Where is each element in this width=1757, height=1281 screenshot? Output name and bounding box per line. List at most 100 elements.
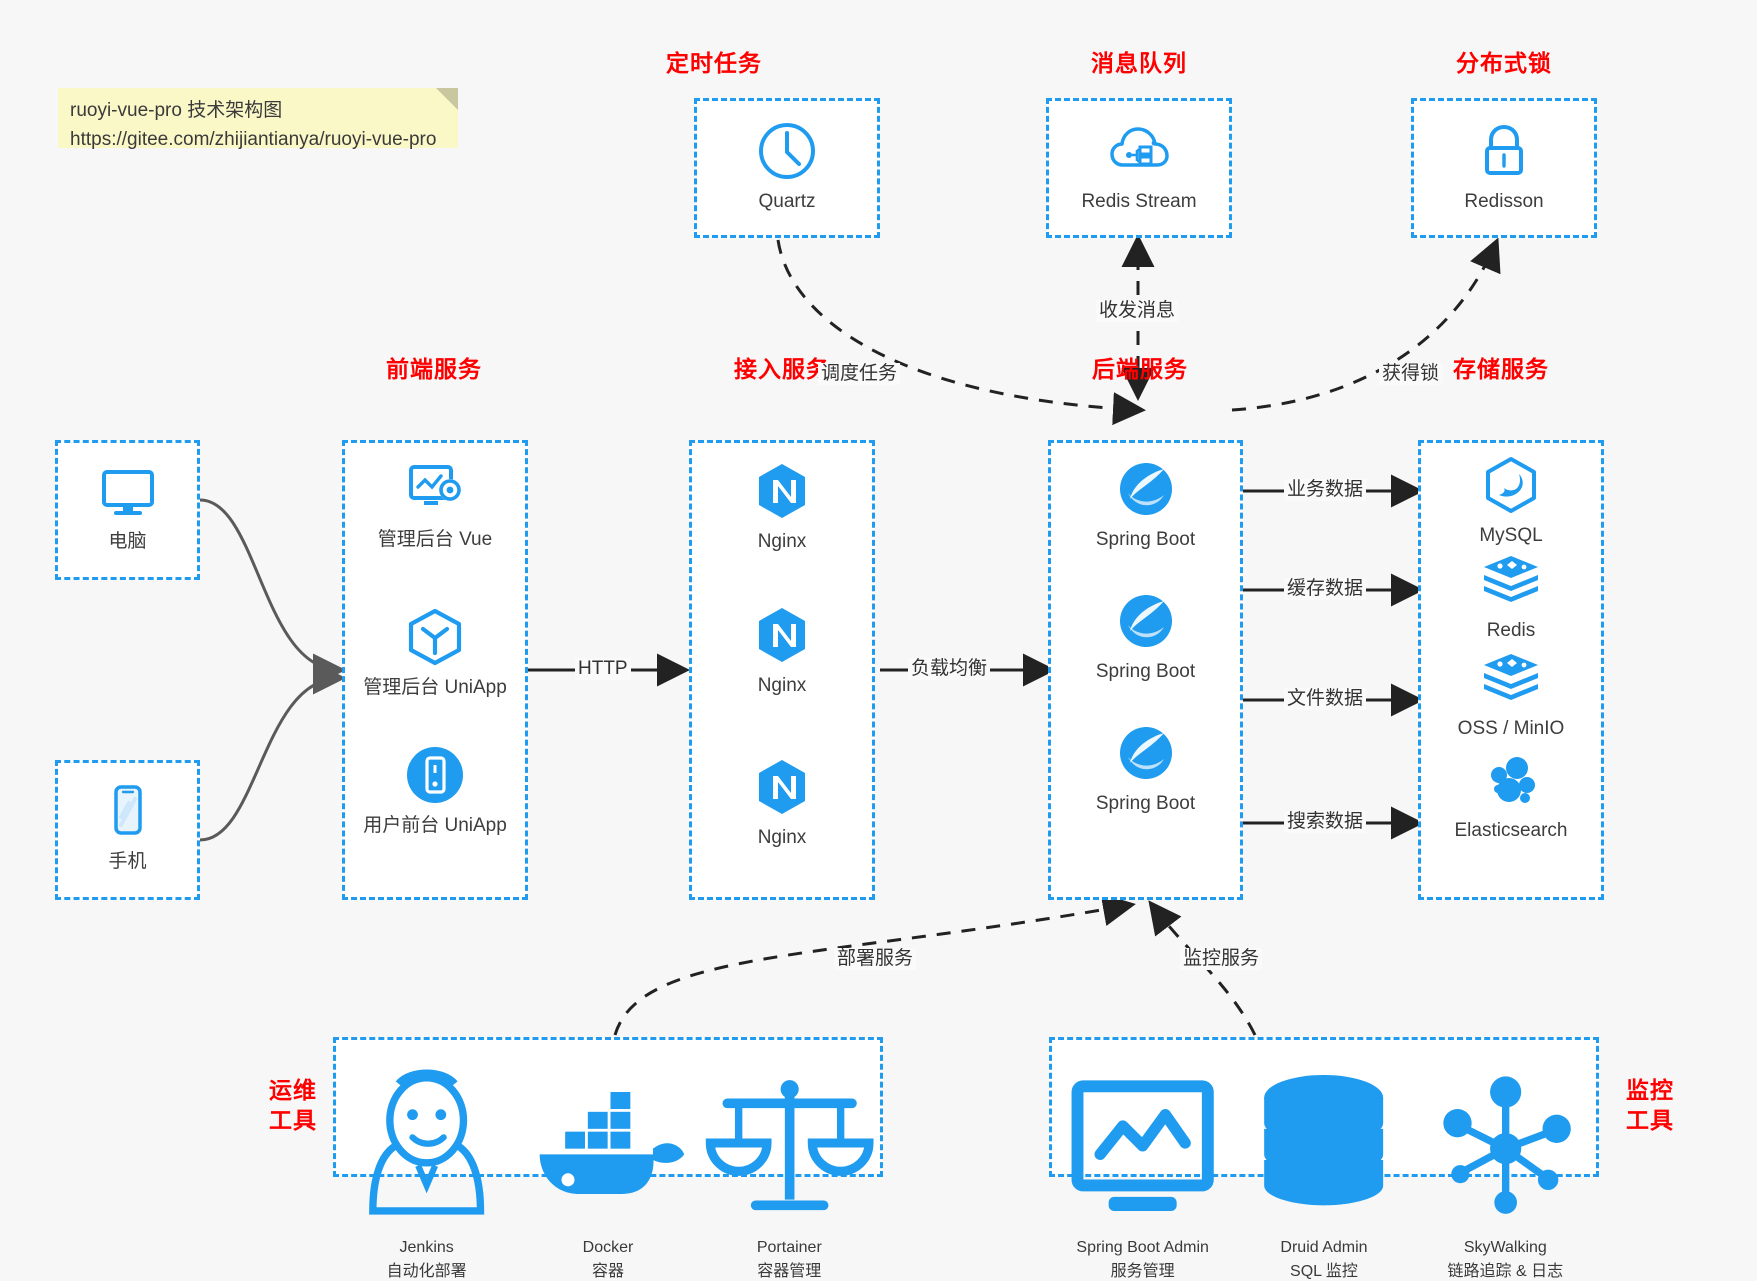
node-skywalking[interactable]: SkyWalking 链路追踪 & 日志 [1415,1040,1596,1281]
group-storage: MySQL Redis OSS / MinIO [1418,440,1604,900]
node-admin-vue[interactable]: 管理后台 Vue [345,457,525,553]
node-springboot-2[interactable]: Spring Boot [1051,589,1240,685]
group-title-monitor-line2: 工具 [1626,1107,1674,1133]
node-label: Elasticsearch [1454,820,1568,841]
oss-stack-icon [1484,654,1538,700]
node-druid-admin[interactable]: Druid Admin SQL 监控 [1233,1040,1414,1281]
node-user-uniapp[interactable]: 用户前台 UniApp [345,743,525,839]
node-redis[interactable]: Redis [1421,548,1601,644]
node-label: Redis [1486,620,1536,641]
group-title-devops: 运维 工具 [258,1075,328,1135]
edge-label-monitor: 监控服务 [1180,948,1263,970]
node-nginx-3[interactable]: Nginx [692,755,872,851]
node-label: Nginx [757,531,807,552]
node-label: Spring Boot [1095,793,1196,814]
desktop-monitor-icon [101,470,154,515]
node-label: Spring Boot [1095,529,1196,550]
node-label: 管理后台 Vue [377,529,493,550]
node-redis-stream[interactable]: Redis Stream [1049,119,1229,215]
padlock-icon [1485,124,1523,175]
note-fold-corner [436,88,458,110]
group-devops: Jenkins 自动化部署 Docker 容器 [333,1037,883,1280]
group-title-monitor: 监控 工具 [1615,1075,1685,1135]
clock-icon [759,123,815,179]
node-sublabel: 链路追踪 & 日志 [1447,1263,1564,1281]
node-smartphone[interactable]: 手机 [58,779,197,875]
node-springboot-3[interactable]: Spring Boot [1051,721,1240,817]
group-frontend: 管理后台 Vue 管理后台 UniApp 用户前台 UniApp [342,440,528,900]
group-title-backend: 后端服务 [1092,356,1188,382]
elasticsearch-icon [1491,757,1535,803]
node-nginx-1[interactable]: Nginx [692,459,872,555]
edge-label-biz: 业务数据 [1284,479,1367,501]
note-url: https://gitee.com/zhijiantianya/ruoyi-vu… [70,129,437,150]
node-label: Portainer [756,1239,822,1257]
group-gateway: Nginx Nginx Nginx [689,440,875,900]
node-label: 电脑 [108,531,147,552]
node-nginx-2[interactable]: Nginx [692,603,872,699]
node-redisson[interactable]: Redisson [1414,119,1594,215]
node-label: Docker [582,1239,634,1257]
node-label: Redis Stream [1081,191,1197,212]
edge-label-mq: 收发消息 [1096,300,1179,322]
mysql-dolphin-icon [1486,457,1536,513]
nginx-icon [759,608,805,662]
node-sublabel: SQL 监控 [1290,1263,1358,1281]
node-label: Spring Boot Admin [1076,1239,1209,1257]
node-label: SkyWalking [1463,1239,1547,1257]
node-oss-minio[interactable]: OSS / MinIO [1421,646,1601,742]
edge-label-search: 搜索数据 [1284,811,1367,833]
node-label: Jenkins [399,1239,454,1257]
node-label: 管理后台 UniApp [363,677,507,698]
node-label: Redisson [1464,191,1544,212]
node-elasticsearch[interactable]: Elasticsearch [1421,748,1601,844]
group-title-mq: 消息队列 [1091,50,1187,76]
edge-label-lock: 获得锁 [1379,363,1443,385]
node-portainer[interactable]: Portainer 容器管理 [699,1040,880,1281]
node-quartz[interactable]: Quartz [697,119,877,215]
group-mq: Redis Stream [1046,98,1232,238]
node-label: Nginx [757,675,807,696]
nginx-icon [759,760,805,814]
group-monitor: Spring Boot Admin 服务管理 Druid Admin SQL 监… [1049,1037,1599,1280]
node-spring-boot-admin[interactable]: Spring Boot Admin 服务管理 [1052,1040,1233,1281]
node-desktop[interactable]: 电脑 [58,459,197,555]
dashboard-gear-icon [409,465,461,505]
group-backend: Spring Boot Spring Boot Spring Boot [1048,440,1243,900]
node-sublabel: 容器管理 [757,1263,822,1281]
node-mysql[interactable]: MySQL [1421,453,1601,549]
smartphone-icon [113,785,142,835]
note-title: ruoyi-vue-pro 技术架构图 [70,100,283,121]
node-docker[interactable]: Docker 容器 [517,1040,698,1281]
scales-icon [705,1080,874,1211]
edge-label-cache: 缓存数据 [1284,578,1367,600]
node-label: 用户前台 UniApp [363,815,507,836]
node-label: 手机 [108,851,147,872]
edge-label-schedule: 调度任务 [818,363,901,385]
jenkins-butler-icon [369,1069,485,1215]
node-sublabel: 自动化部署 [386,1263,467,1281]
skywalking-node-icon [1442,1076,1571,1214]
monitor-chart-icon [1071,1080,1214,1211]
spring-leaf-icon [1119,727,1172,779]
group-title-storage: 存储服务 [1453,356,1549,382]
node-label: OSS / MinIO [1457,718,1565,739]
info-note: ruoyi-vue-pro 技术架构图 https://gitee.com/zh… [58,88,458,150]
architecture-diagram: ruoyi-vue-pro 技术架构图 https://gitee.com/zh… [55,50,1685,1280]
docker-whale-icon [539,1091,685,1194]
node-admin-uniapp[interactable]: 管理后台 UniApp [345,605,525,701]
node-label: Quartz [758,191,816,212]
group-title-monitor-line1: 监控 [1626,1077,1674,1103]
group-client-pc: 电脑 [55,440,200,580]
node-label: Spring Boot [1095,661,1196,682]
node-sublabel: 服务管理 [1110,1263,1175,1281]
group-title-lock: 分布式锁 [1456,50,1552,76]
edge-label-file: 文件数据 [1284,688,1367,710]
node-label: MySQL [1479,525,1543,546]
group-title-scheduler: 定时任务 [666,50,762,76]
group-scheduler: Quartz [694,98,880,238]
node-label: Druid Admin [1280,1239,1368,1257]
node-jenkins[interactable]: Jenkins 自动化部署 [336,1040,517,1281]
node-springboot-1[interactable]: Spring Boot [1051,457,1240,553]
redis-stack-icon [1484,556,1538,602]
